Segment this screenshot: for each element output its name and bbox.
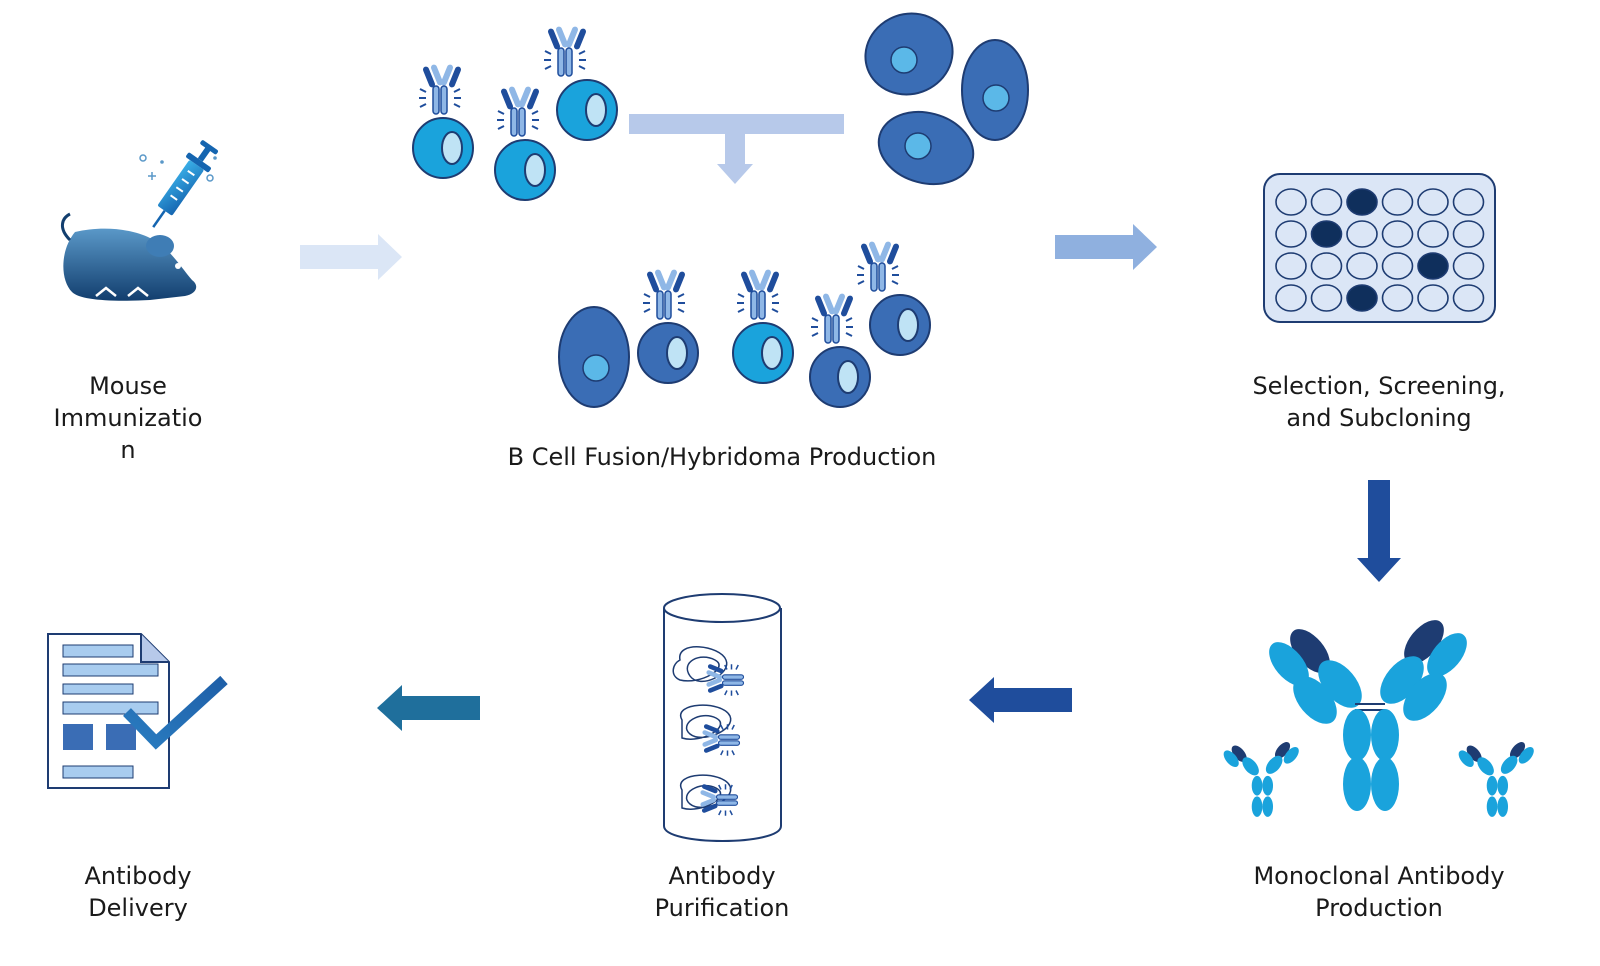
well-filled [1346,284,1378,312]
purification-column-icon [663,593,782,842]
fusion-merge-arrow [629,114,844,184]
label-mouse-immunization: Mouse Immunizatio n [48,370,208,466]
label-line: and Subcloning [1286,404,1472,432]
syringe-icon [139,140,218,228]
antibody-small-left [1223,742,1299,817]
document-check-icon [47,633,228,789]
label-line: Antibody [668,862,776,890]
label-line: Monoclonal Antibody [1253,862,1505,890]
label-selection: Selection, Screening, and Subcloning [1234,370,1524,434]
antibody-large [1269,620,1467,811]
label-delivery: Antibody Delivery [48,860,228,924]
label-line: Mouse [89,372,167,400]
label-line: Immunizatio [53,404,203,432]
well-filled [1346,188,1378,216]
well-empty [1417,220,1449,248]
well-empty [1275,188,1307,216]
well-empty [1275,252,1307,280]
flow-arrow-4 [969,677,1072,723]
flow-arrow-3 [1357,480,1401,582]
well-empty [1452,188,1485,216]
label-line: Antibody [84,862,192,890]
well-empty [1452,220,1485,248]
well-empty [1346,220,1378,248]
label-line: n [120,436,136,464]
label-line: Purification [654,894,790,922]
well-empty [1310,188,1343,216]
label-line: Delivery [88,894,188,922]
well-empty [1310,284,1343,312]
label-line: Selection, Screening, [1252,372,1506,400]
well-empty [1452,284,1485,312]
hybridoma-cells [558,239,931,408]
label-purification: Antibody Purification [622,860,822,924]
antibody-small-right [1458,742,1534,817]
b-cell-3 [543,24,618,141]
well-empty [1310,252,1343,280]
well-empty [1275,284,1307,312]
flow-arrow-1 [300,234,402,280]
label-monoclonal-production: Monoclonal Antibody Production [1234,860,1524,924]
well-filled [1417,252,1449,280]
well-empty [1452,252,1485,280]
flow-arrow-5 [377,685,480,731]
b-cell-2 [494,84,556,201]
well-empty [1417,284,1449,312]
well-empty [1417,188,1449,216]
mouse-icon [61,212,197,301]
well-empty [1381,284,1414,312]
well-empty [1346,252,1378,280]
well-empty [1381,188,1414,216]
myeloma-cells [864,12,1029,186]
well-empty [1381,252,1414,280]
b-cell-1 [412,62,474,179]
label-b-cell-fusion: B Cell Fusion/Hybridoma Production [482,441,962,473]
flow-arrow-2 [1055,224,1157,270]
well-empty [1275,220,1307,248]
well-filled [1310,220,1343,248]
well-empty [1381,220,1414,248]
well-plate-icon [1263,173,1496,323]
label-line: Production [1315,894,1443,922]
label-line: B Cell Fusion/Hybridoma Production [507,443,937,471]
